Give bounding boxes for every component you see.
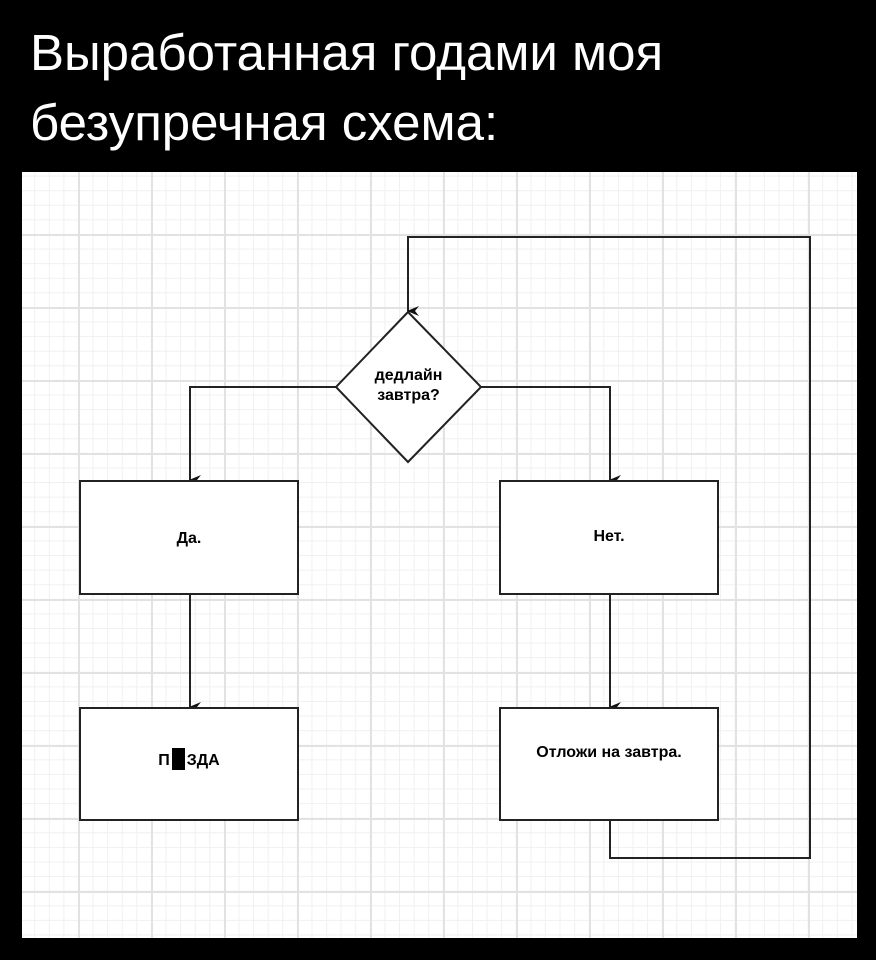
decision-line-1: дедлайн: [374, 367, 443, 384]
arrow-to-yes: [189, 386, 336, 485]
result-label: П ЗДА: [80, 748, 298, 770]
title-line-1: Выработанная годами моя: [30, 24, 664, 81]
no-box: [499, 480, 719, 595]
yes-label: Да.: [176, 530, 202, 547]
yes-box: [79, 480, 299, 595]
meme-title: Выработанная годами моя безупречная схем…: [30, 18, 663, 158]
result-prefix: П: [158, 752, 170, 769]
postpone-box: [499, 707, 719, 821]
title-line-2: безупречная схема:: [30, 94, 499, 151]
decision-diamond: [334, 310, 483, 464]
arrow-to-no: [481, 386, 621, 485]
result-box: [79, 707, 299, 821]
decision-label: дедлайн завтра?: [336, 366, 481, 406]
result-suffix: ЗДА: [186, 752, 220, 769]
censor-block: [171, 748, 185, 770]
no-label: Нет.: [593, 528, 625, 545]
postpone-label: Отложи на завтра.: [536, 744, 682, 761]
loop-back-arrow: [407, 236, 811, 859]
decision-line-2: завтра?: [377, 387, 440, 404]
